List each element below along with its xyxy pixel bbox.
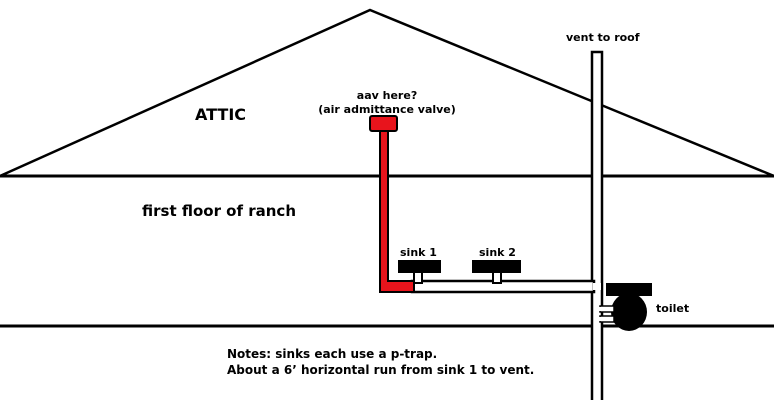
vent-label: vent to roof <box>566 31 640 44</box>
sink1-basin <box>398 260 441 273</box>
toilet-bowl <box>611 293 647 331</box>
sink2-basin <box>472 260 521 273</box>
sink2-tailpiece <box>492 271 502 284</box>
notes-line1: Notes: sinks each use a p-trap. <box>227 347 438 361</box>
sink1-tailpiece <box>413 271 423 284</box>
toilet-label: toilet <box>656 302 690 315</box>
sink2-label: sink 2 <box>479 246 516 259</box>
aav-label-line1: aav here? <box>356 89 418 102</box>
notes-line2: About a 6’ horizontal run from sink 1 to… <box>227 363 535 378</box>
vent-stack-pipe <box>590 50 604 400</box>
roof-line <box>0 8 774 178</box>
sink1-label: sink 1 <box>400 246 437 259</box>
notes-text: Notes: sinks each use a p-trap. About a … <box>227 346 534 378</box>
first-floor-label: first floor of ranch <box>142 202 297 220</box>
aav-label: aav here? (air admittance valve) <box>312 89 462 117</box>
toilet-tank <box>606 283 652 296</box>
aav-label-line2: (air admittance valve) <box>318 102 456 116</box>
aav-valve <box>369 115 398 132</box>
horizontal-drain-pipe <box>410 279 596 294</box>
attic-label: ATTIC <box>195 105 247 124</box>
